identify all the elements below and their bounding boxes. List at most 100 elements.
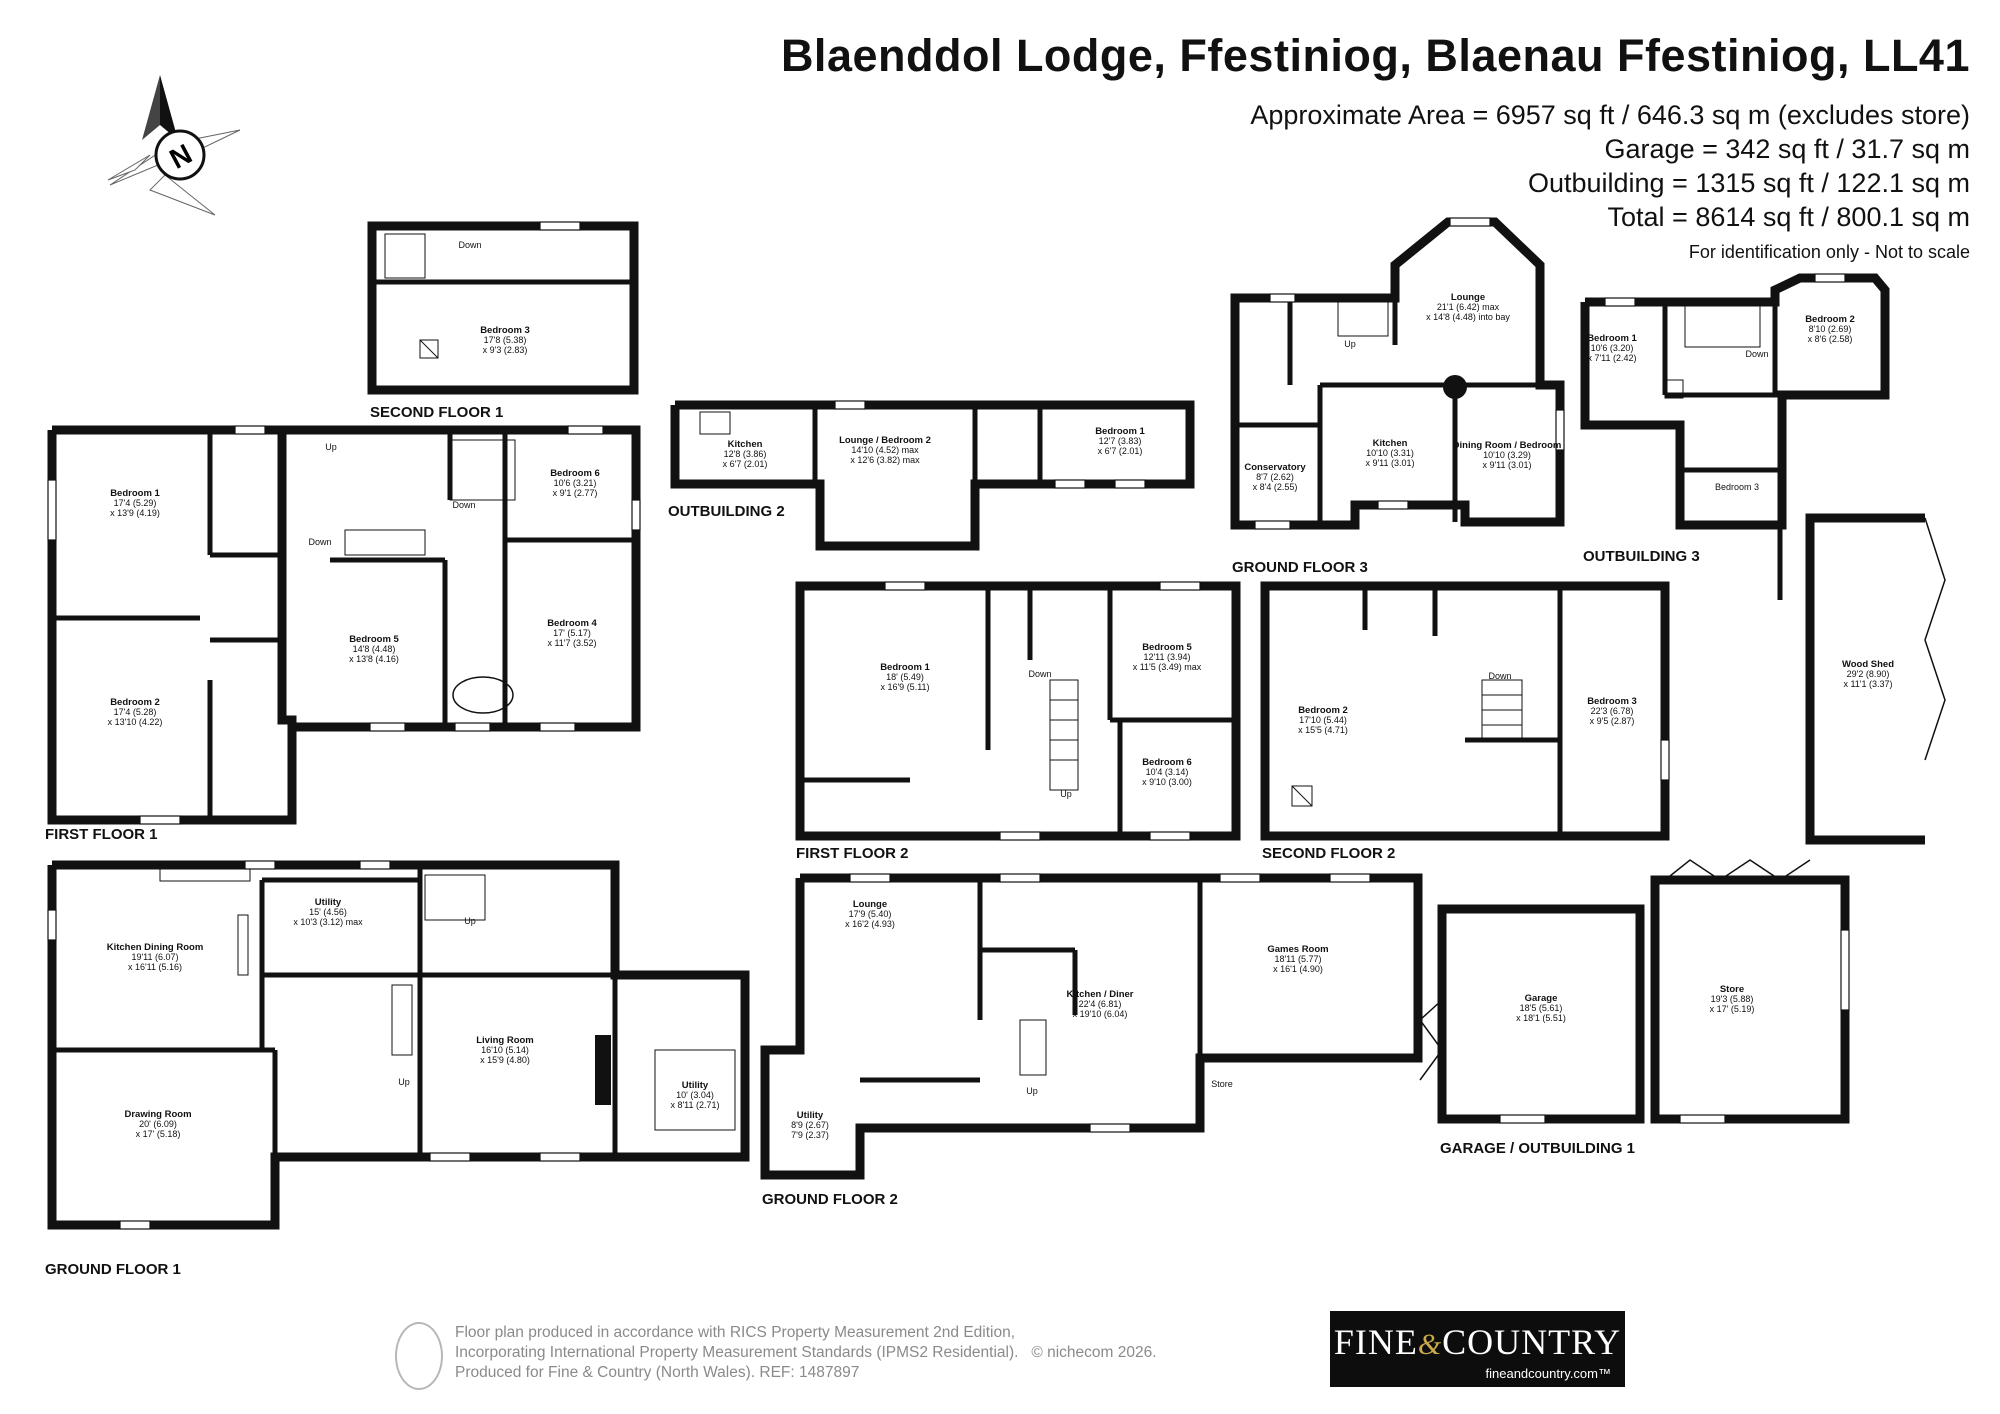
room-label-line: Bedroom 6 [1142,757,1192,768]
room-label-line: Garage [1525,993,1558,1004]
room-label-line: Bedroom 5 [1142,642,1192,653]
room-label-line: Conservatory [1244,462,1306,473]
room-label-line: x 15'5 (4.71) [1298,725,1348,735]
room-label-line: x 12'6 (3.82) max [850,455,920,465]
room-label-line: x 18'1 (5.51) [1516,1013,1566,1023]
room-label: Store [1211,1079,1233,1089]
room-label-line: Bedroom 1 [1095,426,1145,437]
room-label-line: 17'9 (5.40) [849,909,892,919]
room-label-line: Lounge [1451,292,1485,303]
floor-label-garage-outbuilding-1: GARAGE / OUTBUILDING 1 [1440,1140,1635,1157]
room-label-line: 12'7 (3.83) [1099,436,1142,446]
room-label-line: Dining Room / Bedroom [1453,440,1562,451]
room-label-line: x 17' (5.19) [1710,1004,1755,1014]
room-label-line: x 10'3 (3.12) max [293,917,363,927]
floor-label-ground-floor-3: GROUND FLOOR 3 [1232,559,1368,576]
fine-country-logo: FINE&COUNTRY fineandcountry.com™ [1330,1311,1625,1387]
plan-title: Blaenddol Lodge, Ffestiniog, Blaenau Ffe… [780,30,1970,81]
floor-label-second-floor-2: SECOND FLOOR 2 [1262,845,1395,862]
room-label-line: x 17' (5.18) [136,1129,181,1139]
room-label-line: Bedroom 3 [1587,696,1637,707]
room-label-line: Bedroom 5 [349,634,399,645]
logo-ampersand: & [1417,1328,1443,1361]
floor-label-second-floor-1: SECOND FLOOR 1 [370,404,503,421]
room-label-line: x 9'10 (3.00) [1142,777,1192,787]
room-label: Down [1028,669,1051,679]
room-label-line: 10'6 (3.20) [1591,343,1634,353]
room-label-line: Bedroom 2 [1805,314,1855,325]
room-label-line: Utility [797,1110,824,1121]
room-label-line: 17' (5.17) [553,628,591,638]
room-label-line: x 9'11 (3.01) [1482,460,1531,470]
room-label-line: x 8'4 (2.55) [1253,482,1298,492]
room-label-line: 10'10 (3.31) [1366,448,1414,458]
room-label-line: Bedroom 2 [110,697,160,708]
room-label-line: x 9'3 (2.83) [483,345,528,355]
room-label-line: 14'10 (4.52) max [851,445,919,455]
floor-label-first-floor-1: FIRST FLOOR 1 [45,826,158,843]
room-label-line: 10' (3.04) [676,1090,714,1100]
floor-label-first-floor-2: FIRST FLOOR 2 [796,845,909,862]
room-label-line: Utility [682,1080,709,1091]
stair-down-label: Down [308,537,331,547]
floor-label-outbuilding-3: OUTBUILDING 3 [1583,548,1700,565]
area-approximate: Approximate Area = 6957 sq ft / 646.3 sq… [1250,100,1970,130]
room-label-line: Utility [315,897,342,908]
room-label-line: 15' (4.56) [309,907,347,917]
area-garage: Garage = 342 sq ft / 31.7 sq m [1604,134,1970,164]
room-label-line: x 9'11 (3.01) [1365,458,1414,468]
room-label: Up [1344,339,1356,349]
room-label-line: x 16'2 (4.93) [845,919,895,929]
footer-line-3: Produced for Fine & Country (North Wales… [455,1364,860,1381]
room-label: Bedroom 3 [1715,482,1759,492]
room-label-line: Kitchen Dining Room [107,942,204,953]
footer-line-1: Floor plan produced in accordance with R… [455,1324,1016,1341]
room-label-line: 19'3 (5.88) [1711,994,1754,1004]
room-label-line: 18'5 (5.61) [1520,1003,1563,1013]
room-label-line: x 14'8 (4.48) into bay [1426,312,1510,322]
room-label-line: 8'7 (2.62) [1256,472,1294,482]
stair-down-label: Down [452,500,475,510]
room-label-line: 8'9 (2.67) [791,1120,829,1130]
room-label-line: Bedroom 1 [880,662,930,673]
room-label-line: 17'8 (5.38) [484,335,527,345]
room-label-line: 10'6 (3.21) [554,478,597,488]
floor-label-ground-floor-2: GROUND FLOOR 2 [762,1191,898,1208]
room-label-line: x 8'6 (2.58) [1808,334,1853,344]
room-label-line: 18' (5.49) [886,672,924,682]
stair-up-label: Up [325,442,337,452]
room-label-line: x 11'7 (3.52) [547,638,596,648]
room-label-line: Bedroom 2 [1298,705,1348,716]
footer-line-2: Incorporating International Property Mea… [455,1344,1019,1361]
room-label: Up [398,1077,410,1087]
person-icon [395,1322,443,1390]
room-label-line: Living Room [476,1035,534,1046]
room-label-line: x 13'10 (4.22) [108,717,163,727]
room-label-line: Lounge / Bedroom 2 [839,435,931,446]
floor-label-ground-floor-1: GROUND FLOOR 1 [45,1261,181,1278]
room-label-line: 7'9 (2.37) [791,1130,829,1140]
room-label: Up [1060,789,1072,799]
room-label-line: x 19'10 (6.04) [1073,1009,1128,1019]
room-label-line: 19'11 (6.07) [131,952,178,962]
area-outbuilding: Outbuilding = 1315 sq ft / 122.1 sq m [1527,168,1970,198]
